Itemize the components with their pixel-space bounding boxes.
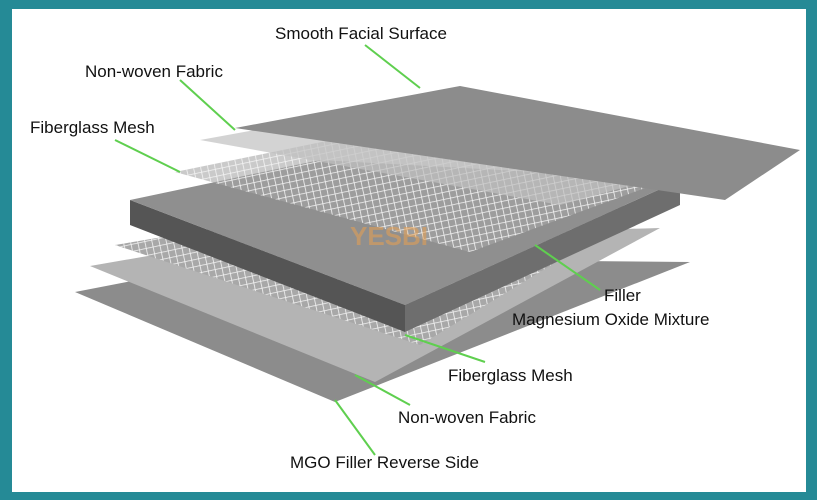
label-non-woven-top: Non-woven Fabric xyxy=(85,62,223,81)
label-fiberglass-top: Fiberglass Mesh xyxy=(30,118,155,137)
label-smooth-facial-surface: Smooth Facial Surface xyxy=(275,24,447,43)
label-filler-sub: Magnesium Oxide Mixture xyxy=(512,310,710,329)
filler-slab-front xyxy=(130,200,405,332)
filler-slab-side xyxy=(405,180,680,332)
label-fiberglass-bottom: Fiberglass Mesh xyxy=(448,366,573,385)
label-non-woven-bottom: Non-woven Fabric xyxy=(398,408,536,427)
label-reverse-side: MGO Filler Reverse Side xyxy=(290,453,479,472)
leader-lines xyxy=(114,44,601,456)
smooth-facial-surface-sheet xyxy=(235,86,800,200)
watermark: YESBI xyxy=(350,221,428,251)
label-filler: Filler xyxy=(604,286,641,305)
